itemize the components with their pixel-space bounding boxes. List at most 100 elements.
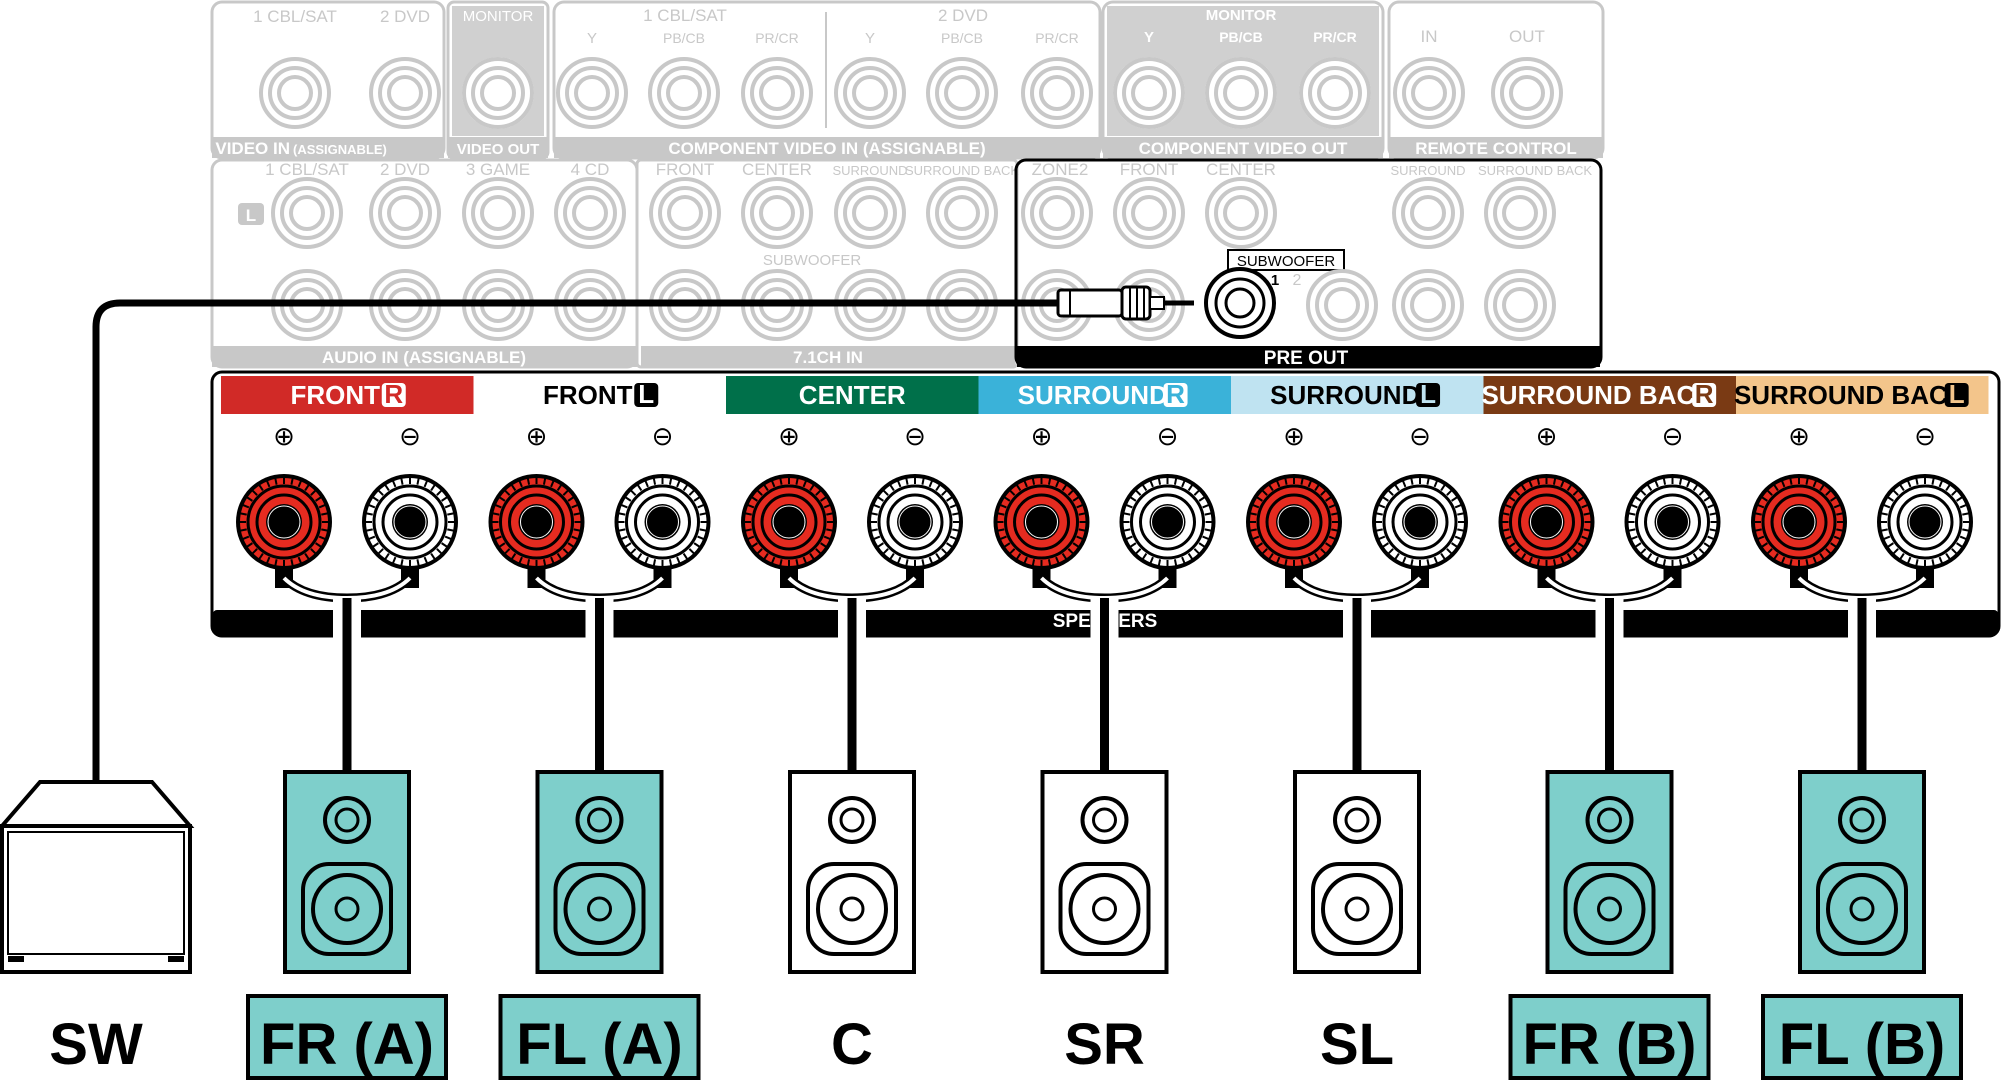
device-label: FR (A)	[260, 1012, 434, 1077]
component-out-jack-1	[1113, 57, 1185, 129]
plus-symbol: ⊕	[1536, 422, 1558, 452]
component-in-section-label: COMPONENT VIDEO IN (ASSIGNABLE)	[668, 139, 985, 158]
remote-section-label: REMOTE CONTROL	[1415, 139, 1577, 158]
audio-in-input-3: 3 GAME	[466, 160, 530, 179]
speaker-header-label: SURROUND	[1018, 380, 1168, 410]
negative-terminal[interactable]	[362, 474, 458, 570]
zone2-label: ZONE2	[1032, 160, 1089, 179]
device-3: FL (A)	[498, 598, 701, 1080]
terminal-pair-3: ⊕⊖	[741, 422, 963, 638]
component-in-ch-6: PR/CR	[1035, 30, 1079, 46]
device-label: FL (A)	[516, 1012, 682, 1077]
device-1: SW	[0, 780, 195, 1077]
audio-in-section-label: AUDIO IN (ASSIGNABLE)	[322, 348, 526, 367]
negative-terminal[interactable]	[1119, 474, 1216, 570]
pre-out-surround-label: SURROUND	[1390, 163, 1465, 178]
speaker-header-3: CENTER	[726, 376, 979, 414]
minus-symbol: ⊖	[1409, 422, 1431, 452]
video-in-input-1: 1 CBL/SAT	[253, 7, 337, 26]
pre-out-section-label: PRE OUT	[1264, 348, 1349, 369]
negative-terminal[interactable]	[1372, 474, 1468, 570]
minus-symbol: ⊖	[1914, 422, 1936, 452]
speaker-header-label: SURROUND BACK	[1734, 380, 1967, 410]
subwoofer-cable	[92, 285, 1194, 780]
positive-terminal[interactable]	[1751, 474, 1847, 570]
negative-terminal[interactable]	[867, 474, 963, 570]
subwoofer-1-jack[interactable]	[1204, 267, 1276, 339]
subwoofer-2-jack	[1306, 269, 1378, 341]
plus-symbol: ⊕	[1788, 422, 1810, 452]
speaker-icon	[1040, 770, 1169, 974]
speaker-header-badge: R	[1166, 379, 1185, 409]
positive-terminal[interactable]	[993, 474, 1090, 570]
negative-terminal[interactable]	[1624, 474, 1721, 570]
component-in-group-2: 2 DVD	[938, 6, 988, 25]
speaker-header-badge: L	[638, 379, 654, 409]
positive-terminal[interactable]	[741, 474, 837, 570]
speaker-header-badge: R	[1695, 379, 1714, 409]
speaker-icon	[283, 770, 411, 974]
minus-symbol: ⊖	[1662, 422, 1684, 452]
device-label: C	[831, 1012, 873, 1077]
audio-jack-top-2	[369, 177, 441, 249]
video-in-section-sub: (ASSIGNABLE)	[293, 142, 387, 157]
video-out-label: VIDEO OUT	[457, 141, 540, 158]
negative-terminal[interactable]	[614, 474, 711, 570]
audio-in-input-2: 2 DVD	[380, 160, 430, 179]
remote-in-label: IN	[1421, 27, 1438, 46]
video-out-jack	[462, 57, 534, 129]
plus-symbol: ⊕	[526, 422, 548, 452]
component-out-jack-2	[1205, 57, 1277, 129]
pre-out-front-jack-1	[1113, 177, 1185, 249]
sub2-label: 2	[1293, 272, 1302, 289]
component-in-ch-2: PB/CB	[663, 30, 705, 46]
in71-front-label: FRONT	[656, 160, 715, 179]
device-label-sw: SW	[49, 1012, 143, 1077]
positive-terminal[interactable]	[1246, 474, 1342, 570]
speaker-header-badge: L	[1949, 379, 1965, 409]
audio-jack-top-5	[649, 177, 721, 249]
speaker-icon	[535, 770, 664, 974]
component-in-jack-5	[926, 57, 998, 129]
speaker-icon	[1545, 770, 1674, 974]
positive-terminal[interactable]	[236, 474, 332, 570]
positive-terminal[interactable]	[1498, 474, 1595, 570]
pre-out-subwoofer-label: SUBWOOFER	[1237, 253, 1336, 270]
speaker-icon	[788, 770, 916, 974]
component-in-ch-3: PR/CR	[755, 30, 799, 46]
component-in-jack-4	[834, 57, 906, 129]
pre-out-surround-back-label: SURROUND BACK	[1478, 163, 1592, 178]
component-out-ch-2: PB/CB	[1219, 29, 1263, 45]
device-2: FR (A)	[246, 598, 448, 1080]
positive-terminal[interactable]	[488, 474, 585, 570]
subwoofer-icon	[0, 780, 195, 974]
label-highlight	[498, 994, 701, 1080]
device-7: FR (B)	[1508, 598, 1711, 1080]
plus-symbol: ⊕	[1031, 422, 1053, 452]
component-in-ch-5: PB/CB	[941, 30, 983, 46]
minus-symbol: ⊖	[1157, 422, 1179, 452]
pre-out-front-jack-2	[1205, 177, 1277, 249]
in71-center-label: CENTER	[742, 160, 812, 179]
negative-terminal[interactable]	[1877, 474, 1973, 570]
audio-in-input-1: 1 CBL/SAT	[265, 160, 349, 179]
device-label: SR	[1064, 1012, 1145, 1077]
video-jacks	[259, 57, 1563, 129]
device-8: FL (B)	[1761, 598, 1963, 1080]
pre-out-jacks	[1113, 177, 1556, 341]
component-in-ch-4: Y	[865, 30, 875, 47]
audio-jack-top-7	[834, 177, 906, 249]
plus-symbol: ⊕	[1283, 422, 1305, 452]
sub1-label: 1	[1271, 272, 1279, 289]
in71-subwoofer-label: SUBWOOFER	[763, 252, 862, 269]
video-connection-panels: 1 CBL/SAT 2 DVD MONITOR VIDEO IN (ASSIGN…	[210, 0, 1605, 160]
minus-symbol: ⊖	[652, 422, 674, 452]
terminal-pair-6: ⊕⊖	[1498, 422, 1721, 638]
